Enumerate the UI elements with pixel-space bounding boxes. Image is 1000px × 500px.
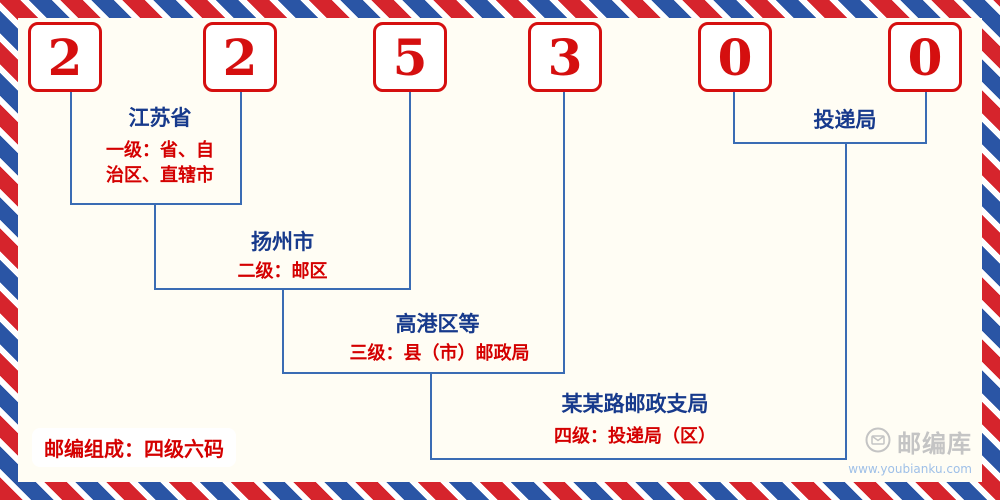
connector-line xyxy=(733,142,927,144)
connector-line xyxy=(430,458,847,460)
city-level-desc: 二级：邮区 xyxy=(237,261,328,282)
delivery-office-name: 投递局 xyxy=(813,108,877,132)
city-name: 扬州市 xyxy=(251,230,314,254)
connector-line xyxy=(563,92,565,374)
branch-level-desc: 四级：投递局（区） xyxy=(554,426,716,447)
digit-box-3: 5 xyxy=(373,22,447,92)
district-level-desc: 三级：县（市）邮政局 xyxy=(349,343,530,364)
district-name: 高港区等 xyxy=(395,312,480,336)
connector-line xyxy=(282,372,565,374)
composition-note: 邮编组成：四级六码 xyxy=(32,428,236,467)
connector-line xyxy=(70,203,242,205)
diagram-background xyxy=(18,18,982,482)
connector-line xyxy=(845,142,847,460)
digit-box-5: 0 xyxy=(698,22,772,92)
envelope-icon xyxy=(865,427,891,457)
brand-url: www.youbianku.com xyxy=(848,462,972,476)
digit-box-4: 3 xyxy=(528,22,602,92)
connector-line xyxy=(430,372,432,459)
connector-line xyxy=(282,288,284,373)
connector-line xyxy=(154,203,156,289)
connector-line xyxy=(409,92,411,290)
connector-line xyxy=(925,92,927,144)
digit-box-1: 2 xyxy=(28,22,102,92)
province-name: 江苏省 xyxy=(128,106,192,130)
connector-line xyxy=(733,92,735,144)
digit-box-6: 0 xyxy=(888,22,962,92)
connector-line xyxy=(240,92,242,204)
connector-line xyxy=(70,92,72,204)
branch-name: 某某路邮政支局 xyxy=(561,392,709,416)
brand-name: 邮编库 xyxy=(897,430,972,458)
digit-box-2: 2 xyxy=(203,22,277,92)
brand-watermark: 邮编库 www.youbianku.com xyxy=(848,424,972,476)
province-level-desc: 一级：省、自治区、直辖市 xyxy=(106,140,214,187)
